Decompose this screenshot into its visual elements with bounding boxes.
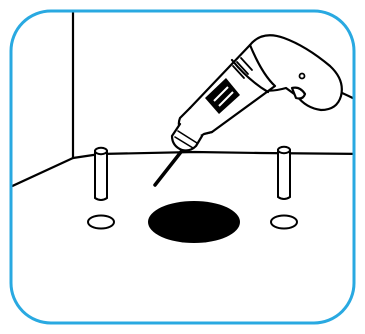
drill-label-plate [205,78,240,114]
room-lines [11,11,354,190]
drill-trigger [290,86,307,100]
dowel-hole-left [87,214,115,230]
drill-handle [248,34,343,112]
scene [11,11,354,243]
drill-icon [170,34,354,152]
drill-seam [230,58,270,94]
floor-left-edge [11,156,75,190]
drill-handle-dot [298,72,306,80]
frame-border [9,9,356,325]
vent-slots [232,57,253,79]
dowel-icon [277,145,291,200]
dowel-hole-right [270,214,298,230]
dowel-icon [94,146,108,201]
wall-floor-edge [71,150,354,160]
hole-icon [148,201,240,243]
